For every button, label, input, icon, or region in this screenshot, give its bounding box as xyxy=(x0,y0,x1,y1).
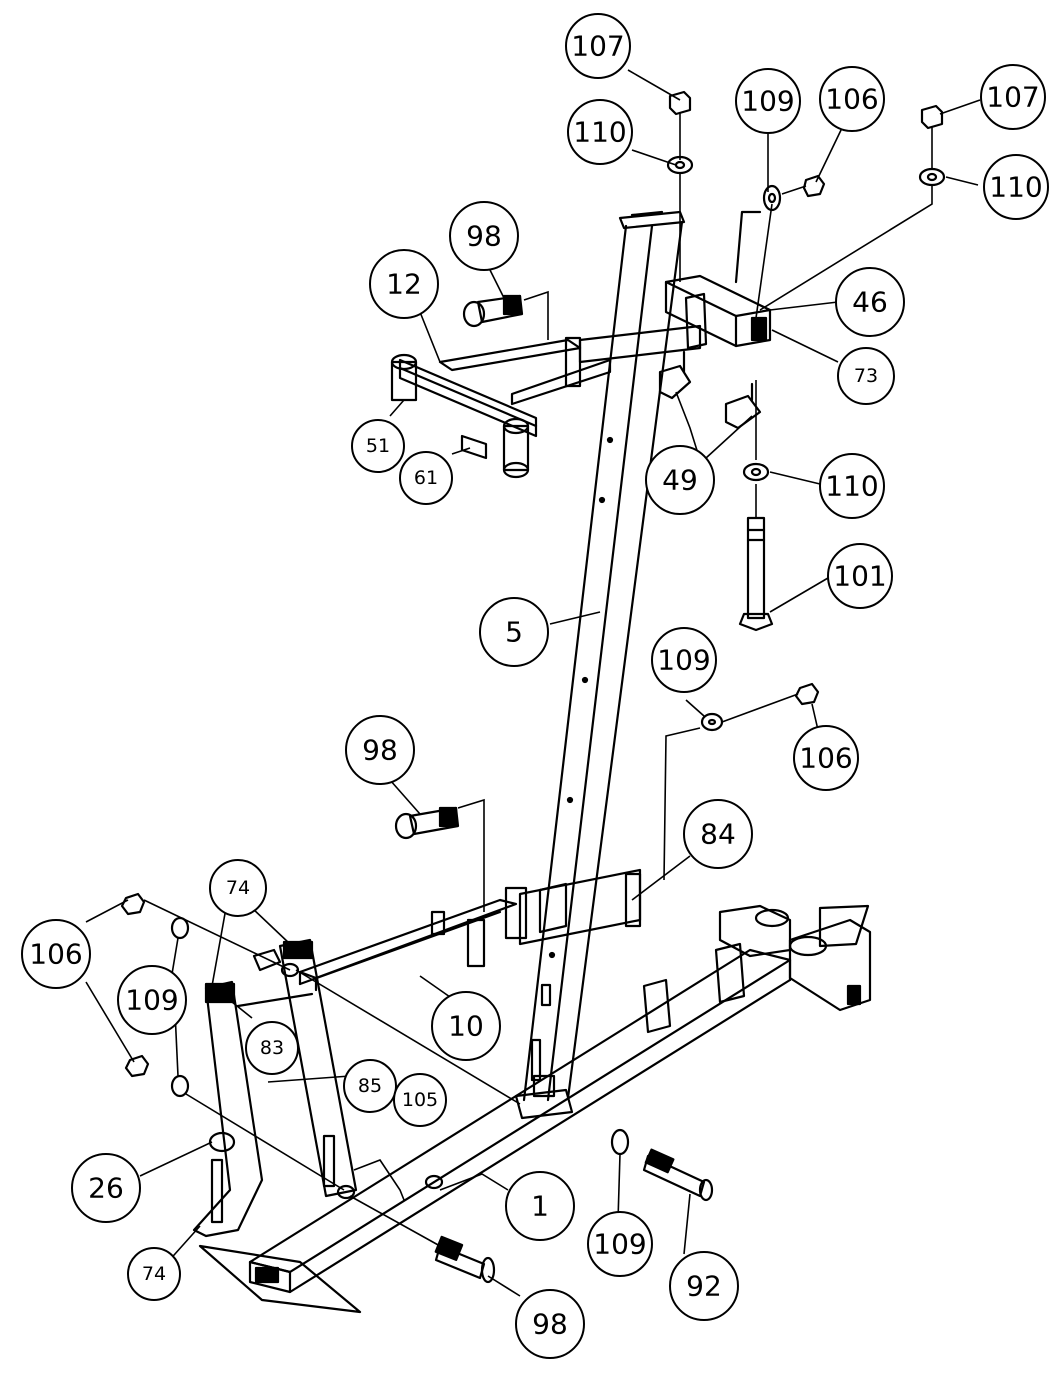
callout-bubble: 110 xyxy=(567,99,633,165)
callout-label: 110 xyxy=(573,116,626,149)
press-arm-12 xyxy=(390,324,702,479)
callout-bubble: 12 xyxy=(369,249,439,319)
callout-label: 84 xyxy=(700,818,736,851)
callout-label: 107 xyxy=(571,30,624,63)
callout-label: 106 xyxy=(799,742,852,775)
callout-label: 46 xyxy=(852,286,888,319)
callout-label: 109 xyxy=(593,1228,646,1261)
callout-bubble: 98 xyxy=(345,715,415,785)
callout-label: 10 xyxy=(448,1010,484,1043)
callout-bubble: 46 xyxy=(835,267,905,337)
callout-label: 92 xyxy=(686,1270,722,1303)
callout-bubble: 98 xyxy=(515,1289,585,1359)
callout-label: 109 xyxy=(125,984,178,1017)
callout-bubble: 85 xyxy=(343,1059,397,1113)
callout-label: 74 xyxy=(142,1263,166,1285)
callout-label: 74 xyxy=(226,877,250,899)
callout-bubble: 110 xyxy=(819,453,885,519)
callout-bubble: 84 xyxy=(683,799,753,869)
callout-bubble: 105 xyxy=(393,1073,447,1127)
callout-bubble: 106 xyxy=(21,919,91,989)
callout-label: 1 xyxy=(531,1190,549,1223)
callout-label: 85 xyxy=(358,1075,382,1097)
callout-label: 83 xyxy=(260,1037,284,1059)
callout-label: 107 xyxy=(986,81,1039,114)
callout-bubble: 92 xyxy=(669,1251,739,1321)
callout-bubble: 73 xyxy=(837,347,895,405)
callout-bubble: 109 xyxy=(651,627,717,693)
base-rail-1 xyxy=(198,904,872,1314)
mid-crossbar-10 xyxy=(298,868,642,992)
callout-bubble: 74 xyxy=(127,1247,181,1301)
callout-bubble: 107 xyxy=(980,64,1046,130)
callout-label: 98 xyxy=(362,734,398,767)
bracket-pair-49 xyxy=(658,350,762,430)
callout-bubble: 106 xyxy=(793,725,859,791)
callout-bubble: 74 xyxy=(209,859,267,917)
callout-label: 49 xyxy=(662,464,698,497)
callout-bubble: 1 xyxy=(505,1171,575,1241)
callout-bubble: 51 xyxy=(351,419,405,473)
callout-label: 98 xyxy=(466,220,502,253)
hardware xyxy=(120,90,946,1284)
part-drawings xyxy=(120,90,946,1314)
callout-label: 101 xyxy=(833,560,886,593)
callout-bubble: 83 xyxy=(245,1021,299,1075)
callout-label: 110 xyxy=(989,171,1042,204)
callout-label: 51 xyxy=(366,435,390,457)
callout-bubble: 106 xyxy=(819,66,885,132)
callout-bubble: 110 xyxy=(983,154,1049,220)
callout-label: 109 xyxy=(741,85,794,118)
callout-label: 105 xyxy=(402,1089,438,1111)
callout-label: 106 xyxy=(29,938,82,971)
callout-bubble: 109 xyxy=(117,965,187,1035)
callout-label: 26 xyxy=(88,1172,124,1205)
callout-bubble: 61 xyxy=(399,451,453,505)
callout-label: 110 xyxy=(825,470,878,503)
callout-label: 73 xyxy=(854,365,878,387)
leader-lines xyxy=(85,69,981,1297)
callout-label: 5 xyxy=(505,616,523,649)
callout-label: 106 xyxy=(825,83,878,116)
callout-bubble: 101 xyxy=(827,543,893,609)
callout-label: 61 xyxy=(414,467,438,489)
callout-bubble: 49 xyxy=(645,445,715,515)
callout-label: 109 xyxy=(657,644,710,677)
callout-bubble: 10 xyxy=(431,991,501,1061)
callout-bubble: 107 xyxy=(565,13,631,79)
part-number-callouts: 107 110 109 106 107 110 98 12 46 73 51 6… xyxy=(21,13,1049,1359)
callout-bubble: 109 xyxy=(735,68,801,134)
callout-bubble: 98 xyxy=(449,201,519,271)
callout-label: 12 xyxy=(386,268,422,301)
leg-frames-74 xyxy=(192,938,358,1238)
callout-bubble: 109 xyxy=(587,1211,653,1277)
callout-bubble: 26 xyxy=(71,1153,141,1223)
top-crossbar-46 xyxy=(664,210,772,350)
callout-bubble: 5 xyxy=(479,597,549,667)
callout-label: 98 xyxy=(532,1308,568,1341)
